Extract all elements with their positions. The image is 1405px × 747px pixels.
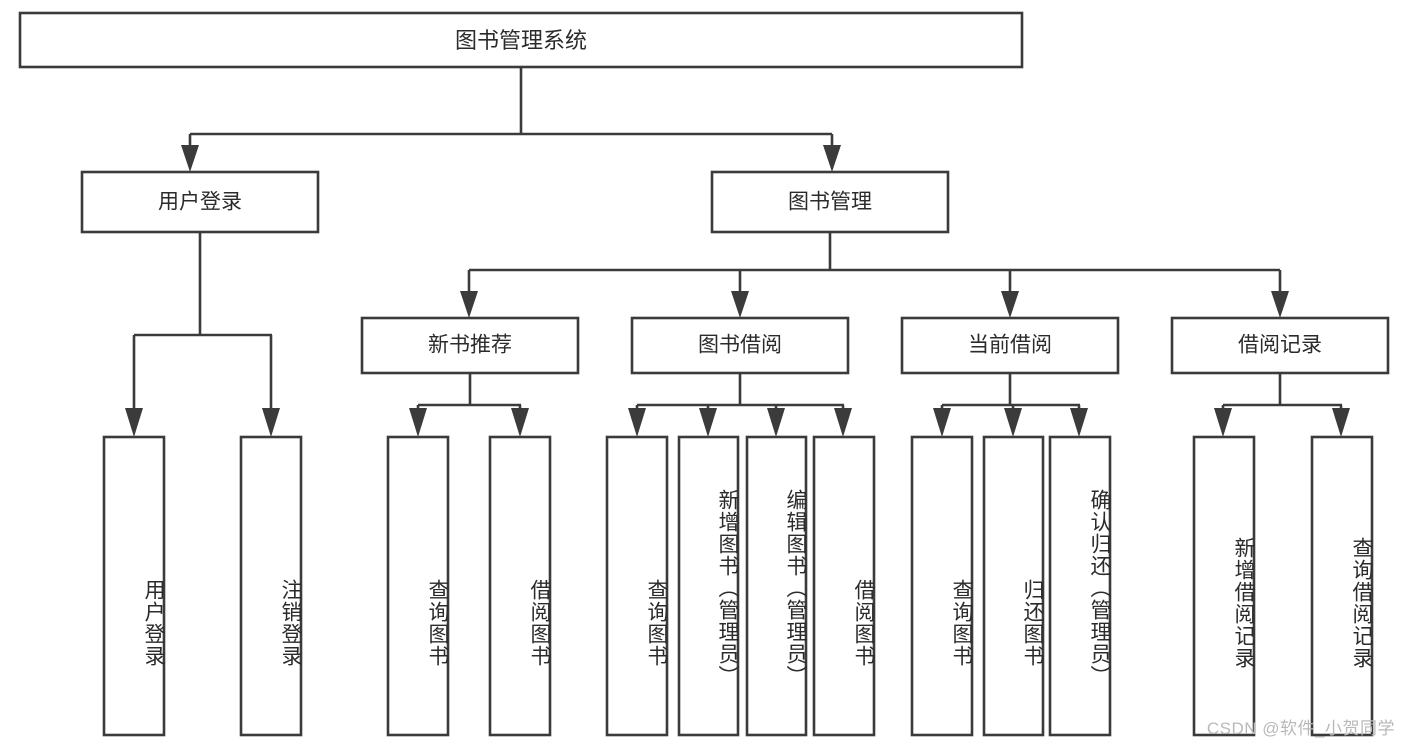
leaf-box-book-borrow-4[interactable] [812, 435, 876, 737]
leaf-box-current-borrow-1[interactable] [910, 435, 974, 737]
arrow-userlogin-leaf-1 [125, 408, 143, 437]
node-new-book-recommend-box[interactable] [360, 316, 580, 375]
arrow-currentborrow-leaf-1 [933, 408, 951, 437]
node-new-book-recommend[interactable]: 新书推荐 [360, 316, 580, 375]
node-current-borrow-box[interactable] [900, 316, 1120, 375]
arrow-newbook-leaf-2 [511, 408, 529, 437]
arrow-currentborrow-leaf-2 [1004, 408, 1022, 437]
node-book-management[interactable]: 图书管理 [710, 170, 950, 234]
node-root-box[interactable] [18, 11, 1024, 69]
node-borrow-record-label: 借阅记录 [1238, 334, 1322, 357]
node-current-borrow[interactable]: 当前借阅 [900, 316, 1120, 375]
leaf-box-borrow-record-2[interactable] [1310, 435, 1374, 737]
node-borrow-record-box[interactable] [1170, 316, 1390, 375]
leaf-box-current-borrow-3[interactable] [1048, 435, 1112, 737]
leaf-box-book-borrow-3[interactable] [745, 435, 808, 737]
leaf-box-book-borrow-2[interactable] [677, 435, 740, 737]
node-book-management-box[interactable] [710, 170, 950, 234]
node-book-borrow[interactable]: 图书借阅 [630, 316, 850, 375]
node-book-borrow-box[interactable] [630, 316, 850, 375]
arrow-newbook-leaf-1 [409, 408, 427, 437]
leaf-box-user-login-2[interactable] [239, 435, 303, 737]
arrow-to-borrow-record [1271, 291, 1289, 318]
leaf-box-new-book-1[interactable] [386, 435, 450, 737]
node-borrow-record[interactable]: 借阅记录 [1170, 316, 1390, 375]
node-user-login-box[interactable] [80, 170, 320, 234]
node-current-borrow-label: 当前借阅 [968, 334, 1052, 357]
arrow-bookborrow-leaf-2 [699, 408, 717, 437]
leaf-box-current-borrow-2[interactable] [982, 435, 1045, 737]
leaf-box-user-login-1[interactable] [102, 435, 166, 737]
node-new-book-recommend-label: 新书推荐 [428, 334, 512, 357]
leaf-box-borrow-record-1[interactable] [1192, 435, 1256, 737]
arrow-currentborrow-leaf-3 [1070, 408, 1088, 437]
connectors-group [125, 67, 1350, 437]
leaf-box-new-book-2[interactable] [488, 435, 552, 737]
arrow-to-book-borrow [731, 291, 749, 318]
arrow-bookborrow-leaf-4 [834, 408, 852, 437]
node-book-management-label: 图书管理 [788, 191, 872, 214]
arrow-borrowrecord-leaf-1 [1214, 408, 1232, 437]
node-root-label: 图书管理系统 [455, 28, 587, 53]
node-root-system[interactable]: 图书管理系统 [18, 11, 1024, 69]
watermark-text: CSDN @软件_小贺同学 [1206, 719, 1395, 738]
arrow-bookborrow-leaf-1 [628, 408, 646, 437]
node-book-borrow-label: 图书借阅 [698, 334, 782, 357]
arrow-bookborrow-leaf-3 [767, 408, 785, 437]
arrow-to-current-borrow [1001, 291, 1019, 318]
arrow-userlogin-leaf-2 [262, 408, 280, 437]
node-user-login[interactable]: 用户登录 [80, 170, 320, 234]
arrow-to-user-login [181, 145, 199, 172]
leaf-boxes-group [102, 435, 1374, 737]
arrow-borrowrecord-leaf-2 [1332, 408, 1350, 437]
arrow-to-book-mgmt [823, 145, 841, 172]
node-user-login-label: 用户登录 [158, 191, 242, 214]
arrow-to-new-book [460, 291, 478, 318]
leaf-box-book-borrow-1[interactable] [605, 435, 669, 737]
